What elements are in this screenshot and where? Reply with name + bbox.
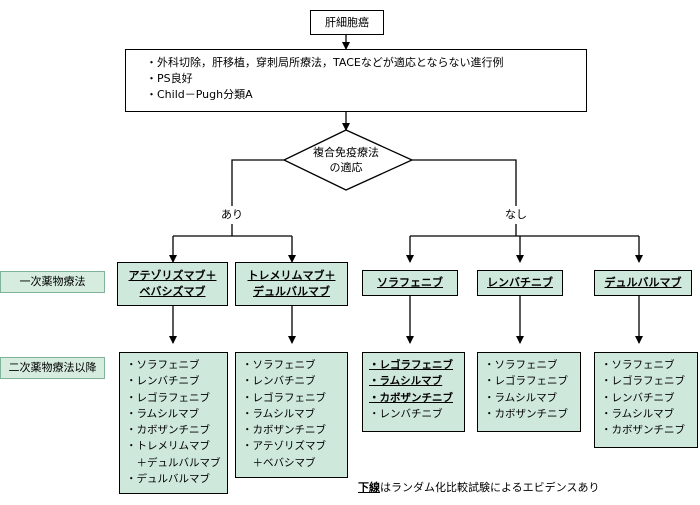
criteria-item: ・Child－Pugh分類A	[146, 88, 253, 101]
footnote: 下線はランダム化比較試験によるエビデンスあり	[358, 480, 658, 498]
second-line-item: ・ラムシルマブ	[126, 407, 200, 420]
second-line-item: ・カボザンチニブ	[369, 391, 453, 404]
top-box-text: 肝細胞癌	[325, 15, 369, 29]
second-line-item: ・トレメリムマブ	[126, 440, 210, 453]
criteria-item: ・外科切除，肝移植，穿刺局所療法，TACEなどが適応とならない進行例	[146, 56, 504, 69]
second-line-item: ・レンバチニブ	[242, 375, 316, 388]
first-line-text: デュルバルマブ	[253, 285, 330, 298]
second-line-box-5: ・ソラフェニブ ・レゴラフェニブ ・レンバチニブ ・ラムシルマブ ・カボザンチニ…	[594, 352, 698, 448]
row-label-second-line: 二次薬物療法以降	[0, 357, 105, 379]
second-line-box-2: ・ソラフェニブ ・レンバチニブ ・レゴラフェニブ ・ラムシルマブ ・カボザンチニ…	[235, 352, 348, 478]
second-line-item: ・レゴラフェニブ	[126, 391, 210, 404]
first-line-text: アテゾリズマブ＋	[128, 269, 217, 282]
second-line-item: ・ソラフェニブ	[242, 359, 316, 371]
second-line-item: ・レンバチニブ	[601, 391, 675, 404]
second-line-item: ・ソラフェニブ	[484, 359, 558, 371]
second-line-item: ・カボザンチニブ	[126, 424, 210, 437]
second-line-box-1: ・ソラフェニブ ・レンバチニブ ・レゴラフェニブ ・ラムシルマブ ・カボザンチニ…	[119, 352, 228, 494]
first-line-box-atezolizumab: アテゾリズマブ＋ ベバシズマブ	[117, 262, 228, 306]
branch-yes-label: あり	[221, 208, 243, 221]
row-label-first-line: 一次薬物療法	[0, 271, 105, 293]
branch-no-label: なし	[505, 208, 527, 221]
second-line-item: ・ラムシルマブ	[601, 407, 675, 420]
first-line-text: ソラフェニブ	[377, 276, 443, 289]
second-line-item: ・カボザンチニブ	[484, 407, 568, 420]
criteria-item: ・PS良好	[146, 72, 193, 85]
second-line-item: ・レゴラフェニブ	[484, 375, 568, 388]
second-line-item: ・カボザンチニブ	[242, 424, 326, 437]
second-line-item: ＋ベバシマブ	[242, 456, 316, 469]
decision-line: 複合免疫療法	[313, 146, 379, 159]
first-line-box-tremelimumab: トレメリムマブ＋ デュルバルマブ	[235, 262, 348, 306]
top-box: 肝細胞癌	[310, 10, 384, 35]
second-line-item: ・ラムシルマブ	[369, 375, 443, 388]
footnote-underlined: 下線	[358, 481, 380, 494]
first-line-text: ベバシズマブ	[139, 285, 206, 298]
second-line-item: ・レゴラフェニブ	[369, 359, 453, 371]
second-line-item: ・ラムシルマブ	[484, 391, 558, 404]
first-line-box-durvalumab: デュルバルマブ	[594, 270, 692, 296]
second-line-box-4: ・ソラフェニブ ・レゴラフェニブ ・ラムシルマブ ・カボザンチニブ	[477, 352, 581, 432]
second-line-item: ・ソラフェニブ	[126, 359, 200, 371]
second-line-item: ・カボザンチニブ	[601, 424, 685, 437]
criteria-box: ・外科切除，肝移植，穿刺局所療法，TACEなどが適応とならない進行例 ・PS良好…	[125, 49, 587, 112]
second-line-item: ・レンバチニブ	[126, 375, 200, 388]
second-line-box-3: ・レゴラフェニブ ・ラムシルマブ ・カボザンチニブ ・レンバチニブ	[362, 352, 465, 432]
second-line-item: ・アテゾリズマブ	[242, 440, 326, 453]
decision-text: 複合免疫療法 の適応	[290, 144, 402, 176]
first-line-text: デュルバルマブ	[604, 276, 682, 289]
first-line-box-lenvatinib: レンバチニブ	[477, 270, 563, 296]
second-line-item: ・ソラフェニブ	[601, 359, 675, 371]
second-line-item: ・レゴラフェニブ	[242, 391, 326, 404]
second-line-item: ・デュルバルマブ	[126, 473, 210, 486]
second-line-item: ・ラムシルマブ	[242, 407, 316, 420]
decision-diamond	[282, 129, 414, 191]
decision-line: の適応	[329, 161, 363, 174]
first-line-text: レンバチニブ	[487, 276, 553, 289]
first-line-box-sorafenib: ソラフェニブ	[362, 270, 458, 296]
second-line-item: ＋デュルバルマブ	[126, 456, 221, 469]
first-line-text: トレメリムマブ＋	[247, 269, 336, 282]
second-line-item: ・レゴラフェニブ	[601, 375, 685, 388]
footnote-text: はランダム化比較試験によるエビデンスあり	[380, 481, 600, 494]
second-line-item: ・レンバチニブ	[369, 407, 443, 420]
